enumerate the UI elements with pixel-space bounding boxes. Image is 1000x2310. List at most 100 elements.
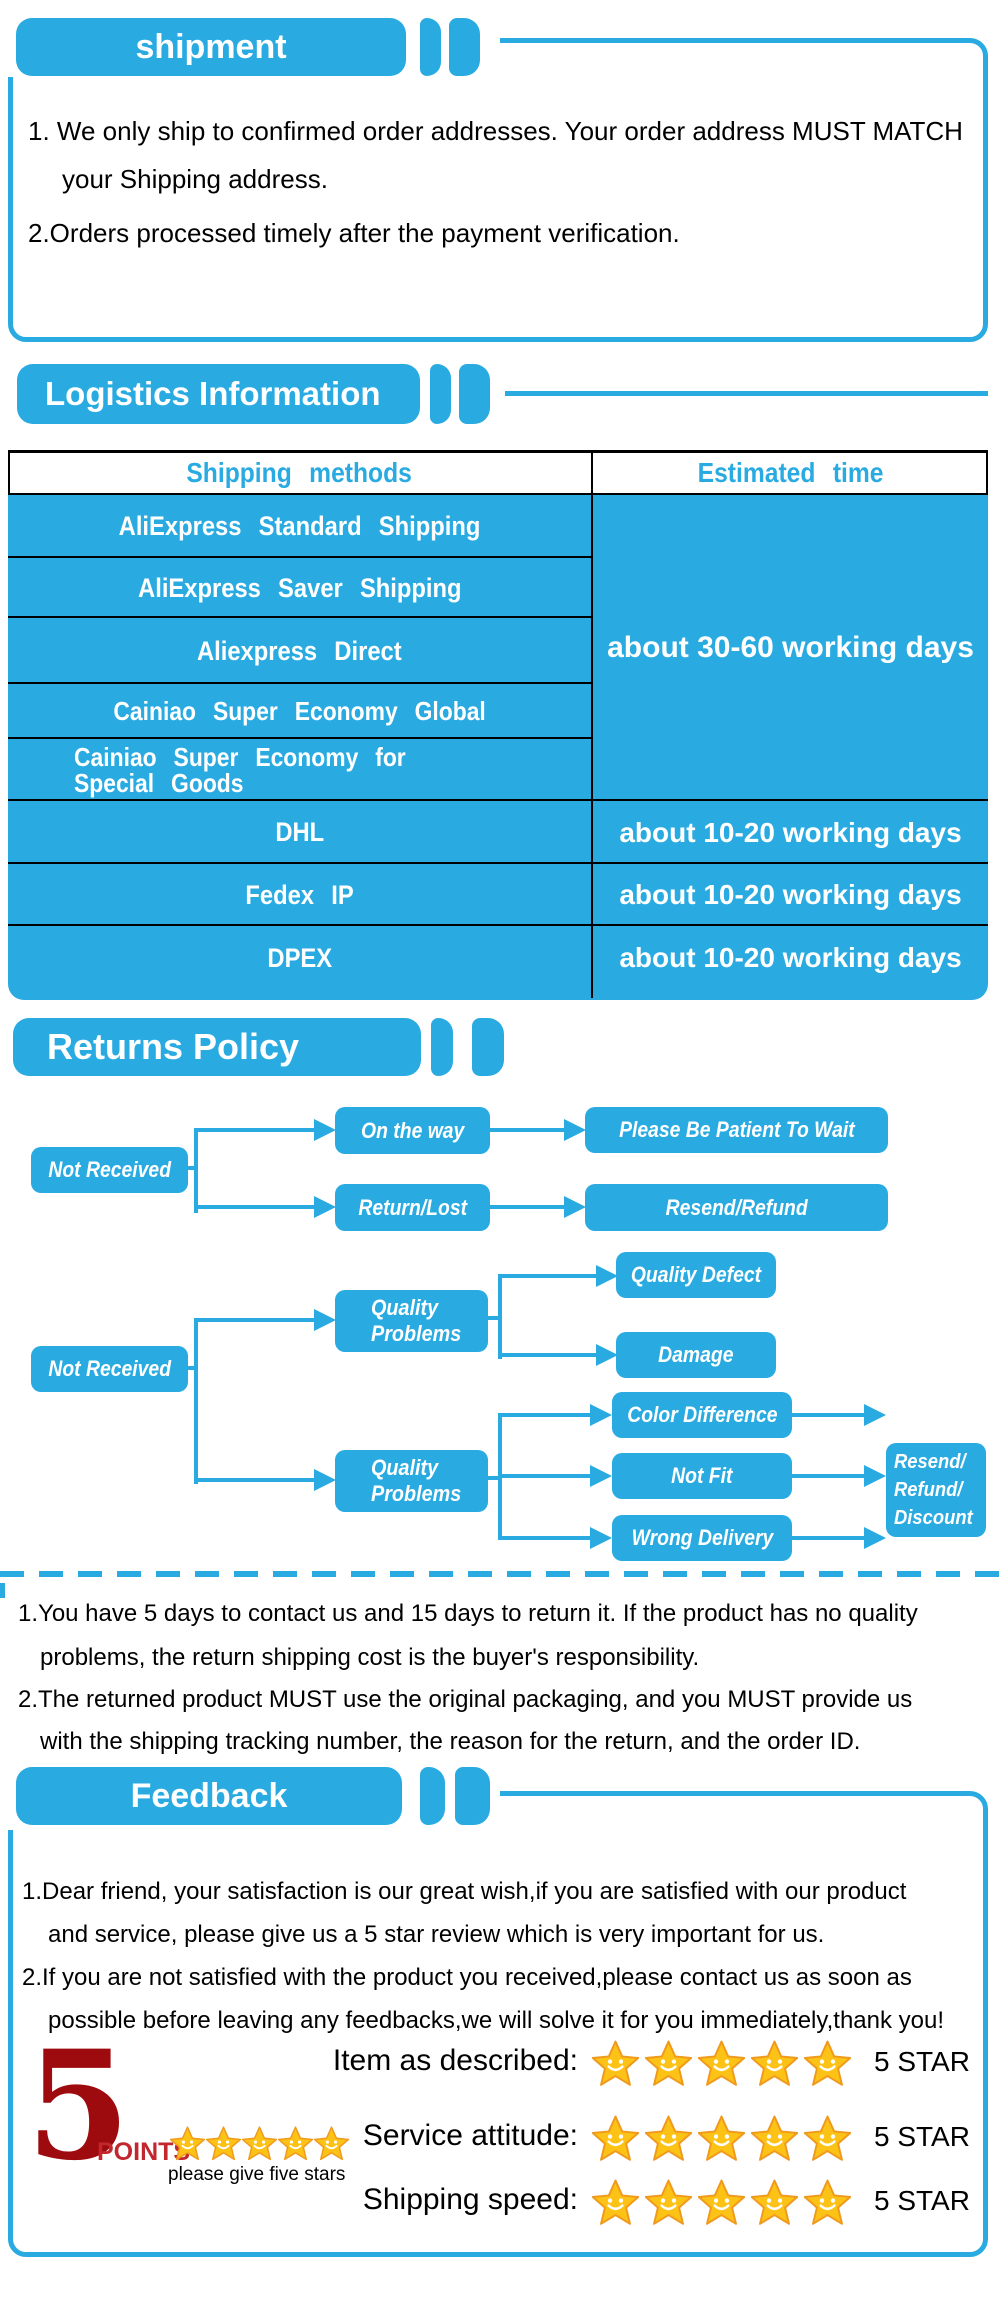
five-stars-caption: please give five stars [168,2164,346,2185]
shipment-title: shipment [135,27,287,66]
connector-line [502,1536,594,1540]
row-divider [8,799,988,801]
table-row-method: Cainiao Super Economy for Special Goods [74,742,406,798]
header-accent-shape [420,1767,445,1825]
star-icon [170,2126,205,2161]
arrowhead-icon [314,1469,336,1491]
connector-line [198,1205,317,1209]
star-rating [592,2179,851,2226]
flow-box-on-the-way: On the way [335,1107,490,1154]
star-icon [592,2179,639,2225]
feedback-title: Feedback [130,1776,288,1815]
star-icon [206,2126,241,2161]
returns-note-line1: 1.You have 5 days to contact us and 15 d… [18,1600,918,1627]
arrowhead-icon [864,1465,886,1487]
flow-box-color-difference: Color Difference [612,1392,792,1438]
star-icon [804,2179,851,2225]
connector-line [198,1478,317,1482]
five-points-number: 5 [26,2018,131,2194]
table-row-method: AliExpress Standard Shipping [118,511,481,541]
arrowhead-icon [864,1404,886,1426]
connector-line [792,1413,866,1417]
flow-box-quality-defect: Quality Defect [616,1252,776,1298]
returns-note-line2: problems, the return shipping cost is th… [40,1644,700,1671]
shipment-note-line1: 1. We only ship to confirmed order addre… [28,116,963,146]
header-accent-shape [455,1767,490,1825]
shipment-note-line3: 2.Orders processed timely after the paym… [28,218,680,248]
connector-line [490,1128,566,1132]
row-divider [8,682,591,684]
feedback-header-tab: Feedback [16,1767,402,1825]
returns-title: Returns Policy [47,1026,300,1067]
connector-line [490,1205,566,1209]
logistics-title: Logistics Information [45,375,381,412]
star-icon [751,2115,798,2161]
connector-line [488,1316,502,1320]
connector-line [792,1474,866,1478]
estimated-time-cell: about 10-20 working days [619,942,962,973]
rating-label: Shipping speed: [362,2183,578,2216]
flow-box-please-be-patient: Please Be Patient To Wait [585,1107,888,1153]
arrowhead-icon [314,1119,336,1141]
header-rule-line [505,391,988,396]
header-accent-shape [459,364,490,424]
row-divider [8,924,988,926]
flow-box-wrong-delivery: Wrong Delivery [612,1515,792,1561]
star-icon [751,2179,798,2225]
logistics-header-tab: Logistics Information [17,364,420,424]
star-icon [278,2126,313,2161]
feedback-note-line1: 1.Dear friend, your satisfaction is our … [22,1878,907,1905]
flow-box-damage: Damage [616,1332,776,1378]
connector-line [502,1274,598,1278]
flow-box-return-lost: Return/Lost [335,1184,490,1231]
arrowhead-icon [596,1344,618,1366]
arrowhead-icon [590,1465,612,1487]
connector-line [198,1318,317,1322]
arrowhead-icon [564,1196,586,1218]
table-row-method: Cainiao Super Economy Global [113,696,486,726]
rating-label: Service attitude: [362,2119,578,2152]
flow-box-not-received: Not Received [31,1147,188,1193]
star-icon [698,2040,745,2086]
star-rating [592,2115,851,2162]
arrowhead-icon [864,1527,886,1549]
dashed-divider [0,1571,1000,1577]
row-divider [8,556,591,558]
column-header-shipping-methods: Shipping methods [186,456,413,488]
table-row-method: AliExpress Saver Shipping [137,572,462,603]
connector-line [194,1318,198,1484]
feedback-note-line4: possible before leaving any feedbacks,we… [48,2007,945,2034]
row-divider [8,737,591,739]
connector-line [198,1128,317,1132]
star-icon [645,2040,692,2086]
star-icon [645,2115,692,2161]
header-accent-shape [431,1018,453,1076]
logistics-table-header-row [8,450,988,495]
header-accent-shape [472,1018,504,1076]
returns-note-line3: 2.The returned product MUST use the orig… [18,1686,913,1713]
arrowhead-icon [564,1119,586,1141]
star-icon [751,2040,798,2086]
table-row-method: DHL [275,817,324,847]
star-icon [698,2115,745,2161]
star-icon [592,2115,639,2161]
connector-line [498,1274,502,1359]
arrowhead-icon [590,1404,612,1426]
star-icon [242,2126,277,2161]
arrowhead-icon [590,1527,612,1549]
rating-value: 5 STAR [874,2121,970,2152]
connector-line [792,1536,866,1540]
logistics-table-body [8,495,988,1000]
flow-box-not-received-2: Not Received [31,1346,188,1392]
header-accent-shape [449,18,480,76]
connector-line [502,1413,594,1417]
star-icon [314,2126,349,2161]
merged-estimated-time-cell: about 30-60 working days [607,631,974,664]
estimated-time-cell: about 10-20 working days [619,816,962,848]
table-row-method: Aliexpress Direct [197,635,402,666]
feedback-note-line3: 2.If you are not satisfied with the prod… [22,1964,912,1991]
header-accent-shape [420,18,441,76]
